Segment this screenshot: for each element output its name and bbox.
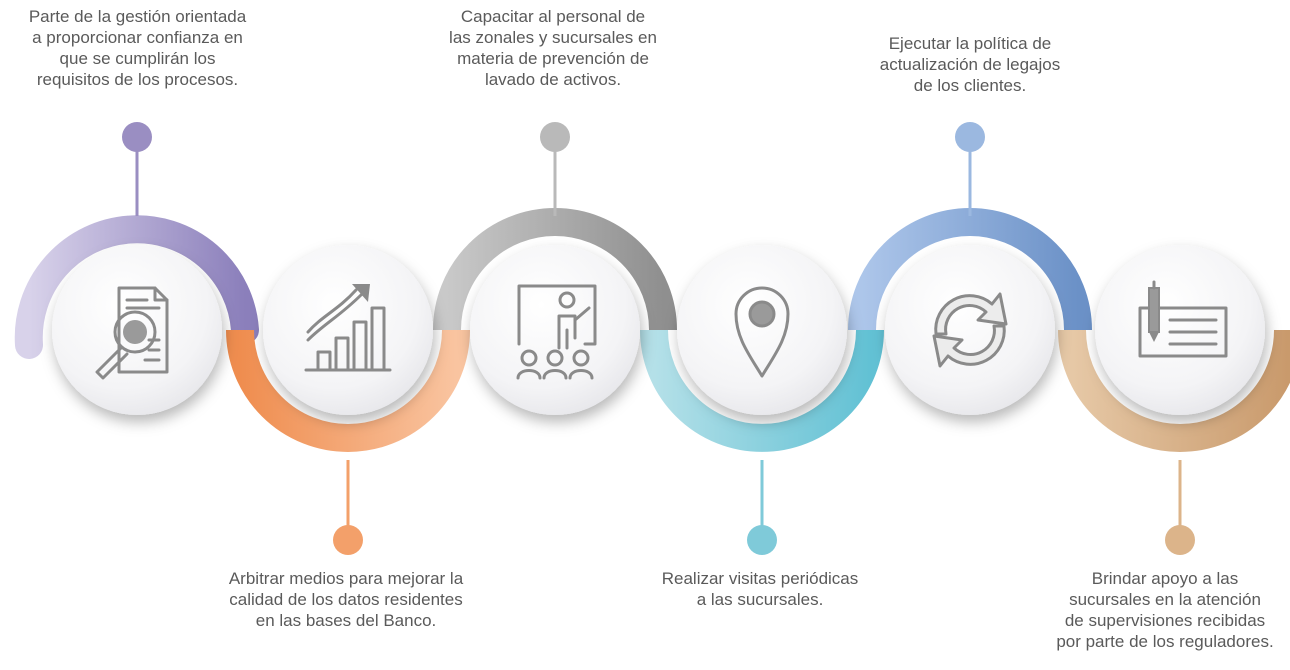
step-6-dot bbox=[1165, 525, 1195, 555]
step-1-disc bbox=[52, 245, 222, 415]
step-5-arc bbox=[848, 208, 1092, 331]
step-2-dot bbox=[333, 525, 363, 555]
step-6-caption: Brindar apoyo a las sucursales en la ate… bbox=[1056, 569, 1274, 651]
step-4-dot bbox=[747, 525, 777, 555]
refresh-arrows-icon bbox=[932, 292, 1008, 368]
step-4-caption: Realizar visitas periódicas a las sucurs… bbox=[661, 569, 859, 609]
step-2-arc bbox=[226, 329, 470, 452]
step-3-dot bbox=[540, 122, 570, 152]
step-4-disc bbox=[677, 245, 847, 415]
step-1-dot bbox=[122, 122, 152, 152]
step-4-arc bbox=[640, 329, 884, 452]
growth-chart-icon bbox=[304, 284, 392, 372]
step-5-dot bbox=[955, 122, 985, 152]
step-2-disc bbox=[263, 245, 433, 415]
step-1-caption: Parte de la gestión orientada a proporci… bbox=[28, 7, 247, 89]
step-2-caption: Arbitrar medios para mejorar la calidad … bbox=[228, 569, 464, 630]
signed-check-icon bbox=[1138, 280, 1228, 358]
document-magnifier-icon bbox=[95, 286, 169, 380]
location-pin-icon bbox=[734, 286, 790, 378]
step-6-disc bbox=[1095, 245, 1265, 415]
step-6-arc bbox=[1058, 329, 1290, 452]
step-5-disc bbox=[885, 245, 1055, 415]
step-3-disc bbox=[470, 245, 640, 415]
step-5-caption: Ejecutar la política de actualización de… bbox=[879, 34, 1061, 95]
step-1-arc bbox=[14, 215, 259, 359]
step-3-caption: Capacitar al personal de las zonales y s… bbox=[449, 7, 657, 89]
training-board-icon bbox=[516, 284, 597, 380]
step-3-arc bbox=[433, 208, 677, 331]
